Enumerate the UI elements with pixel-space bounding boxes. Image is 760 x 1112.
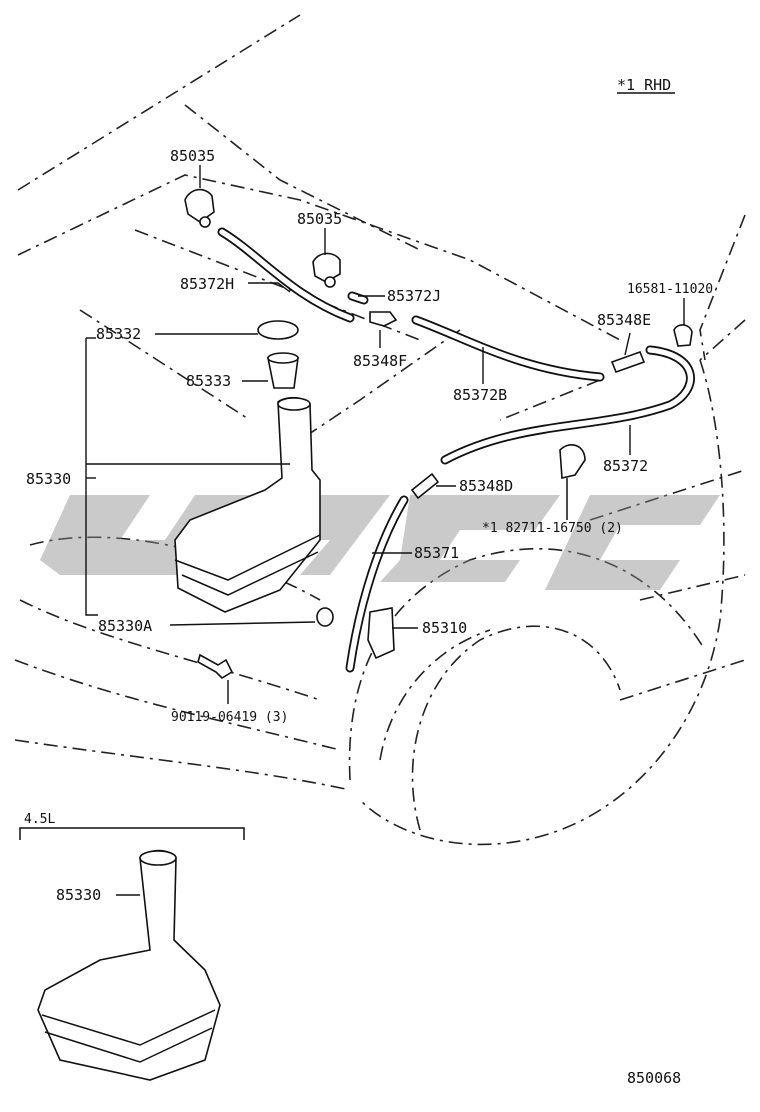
label-85372h: 85372H	[180, 275, 234, 293]
check-valve-85348e	[610, 350, 646, 374]
part-labels: *1 RHD 85035 85035 85372H 85372J 16581-1…	[24, 76, 713, 1087]
label-85371: 85371	[414, 544, 459, 562]
label-85348d: 85348D	[459, 477, 513, 495]
washer-pump-85310	[367, 607, 395, 660]
label-85348f: 85348F	[353, 352, 407, 370]
strainer-85333	[267, 352, 299, 389]
bolt-90119	[197, 653, 234, 680]
variant-label-45l: 4.5L	[24, 812, 55, 827]
hoses	[217, 227, 695, 673]
label-85333: 85333	[186, 372, 231, 390]
label-85348e: 85348E	[597, 311, 651, 329]
clamp-82711	[559, 444, 586, 520]
grommet-85330a	[316, 607, 334, 627]
washer-tank-85330	[174, 396, 321, 613]
joint-85348f	[369, 311, 398, 327]
label-85310: 85310	[422, 619, 467, 637]
label-85372b: 85372B	[453, 386, 507, 404]
leader-lines	[19, 165, 685, 896]
washer-nozzle-left	[184, 188, 215, 228]
washer-tank-45l	[37, 849, 221, 1081]
clip-16581	[673, 324, 693, 347]
vehicle-body-outline	[14, 14, 746, 846]
label-16581-11020: 16581-11020	[627, 282, 713, 297]
cap-85332	[257, 320, 299, 340]
label-82711-16750: *1 82711-16750 (2)	[482, 521, 623, 536]
label-85332: 85332	[96, 325, 141, 343]
check-valve-85348d	[410, 472, 440, 500]
label-85330: 85330	[26, 470, 71, 488]
label-85035-left: 85035	[170, 147, 215, 165]
diagram-code: 850068	[627, 1069, 681, 1087]
label-85372: 85372	[603, 457, 648, 475]
label-85330a: 85330A	[98, 617, 152, 635]
rhd-note: *1 RHD	[617, 76, 671, 94]
washer-nozzle-right	[312, 252, 341, 288]
label-85330-45l: 85330	[56, 886, 101, 904]
label-90119-06419: 90119-06419 (3)	[171, 710, 288, 725]
label-85372j: 85372J	[387, 287, 441, 305]
label-85035-right: 85035	[297, 210, 342, 228]
